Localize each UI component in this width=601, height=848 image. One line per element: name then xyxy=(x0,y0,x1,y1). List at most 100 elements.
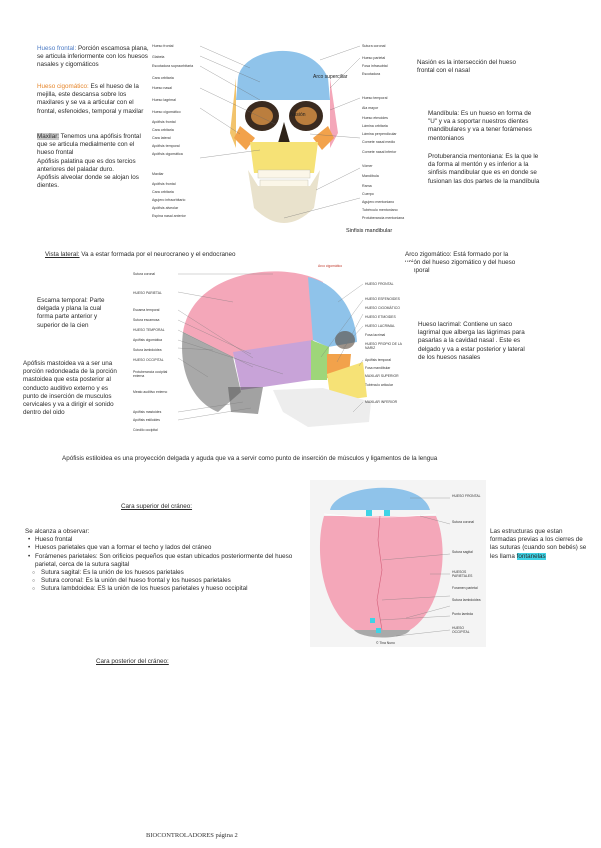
superior-bullet: Forámenes parietales: Son orificios pequ… xyxy=(35,553,310,569)
page-footer: BIOCONTROLADORES página 2 xyxy=(146,832,238,839)
superior-sub-bullet: Sutura lambdoidea: ES la unión de los hu… xyxy=(41,585,310,593)
superior-list: Se alcanza a observar: Hueso frontal Hue… xyxy=(25,528,310,594)
superior-sub-bullet: Sutura sagital: Es la unión de los hueso… xyxy=(41,569,310,577)
lateral-left-label: HUESO PARIETAL xyxy=(133,291,162,295)
skull-superior-figure: HUESO FRONTAL Sutura coronal Sutura sagi… xyxy=(310,480,486,647)
superior-label: Punto lambda xyxy=(452,612,482,616)
front-left-label: Apófisis temporal xyxy=(152,144,180,148)
lateral-heading: Vista lateral: Va a estar formada por el… xyxy=(45,251,236,259)
front-left-label: Hueso frontal xyxy=(152,44,173,48)
lateral-left-label: Escama temporal xyxy=(133,308,159,312)
posterior-heading: Cara posterior del cráneo: xyxy=(96,658,169,666)
front-left-label: Cara lateral xyxy=(152,136,171,140)
front-right-label: Hueso etmoides xyxy=(362,116,388,120)
lateral-right-label: HUESO LACRIMAL xyxy=(365,324,395,328)
alveolar-note: Apófisis alveolar donde se alojan los di… xyxy=(37,174,149,190)
arco-superciliar-label: Arco superciliar xyxy=(313,74,347,80)
skull-lateral-figure: Sutura coronal HUESO PARIETAL Escama tem… xyxy=(123,262,414,436)
front-right-label: Fosa infrasubtal xyxy=(362,64,388,68)
superior-intro: Se alcanza a observar: xyxy=(25,528,310,536)
lateral-left-label: Sutura escamosa xyxy=(133,318,159,322)
protuberancia-note: Protuberancia mentoniana: Es la que le d… xyxy=(428,153,540,186)
front-left-label: Glabela xyxy=(152,55,164,59)
front-left-label: Apófisis alveolar xyxy=(152,206,178,210)
front-right-label: Agujero mentoniano xyxy=(362,200,394,204)
front-left-label: Cara orbitaria xyxy=(152,190,174,194)
lateral-right-label: Apófisis temporal xyxy=(365,358,391,362)
front-right-label: Sutura coronal xyxy=(362,44,385,48)
arco-cigomatico-label: Arco cigomático xyxy=(318,264,342,268)
front-left-label: Apófisis frontal xyxy=(152,182,176,186)
front-right-label: Escotadura xyxy=(362,72,380,76)
front-right-label: Rama xyxy=(362,184,372,188)
superior-sub-bullet: Sutura coronal: Es la unión del hueso fr… xyxy=(41,577,310,585)
lateral-right-label: HUESO CIGOMÁTICO xyxy=(365,306,400,310)
front-right-label: Tubérculo mentoniano xyxy=(362,208,398,212)
fontanelas-note: Las estructuras que estan formadas previ… xyxy=(490,528,590,561)
front-left-label: Escotadura supraorbitaria xyxy=(152,64,193,68)
superior-bullet: Huesos parietales que van a formar el te… xyxy=(35,544,310,552)
superior-label: Sutura sagital xyxy=(452,550,482,554)
front-left-label: Hueso nasal xyxy=(152,86,172,90)
estiloides-note: Apófisis estiloidea es una proyección de… xyxy=(62,455,482,463)
lateral-left-label: HUESO OCCIPITAL xyxy=(133,358,164,362)
front-left-label: Apófisis cigomática xyxy=(152,152,183,156)
lateral-right-label: Fosa mandibular xyxy=(365,366,390,370)
front-left-label: Hueso cigomático xyxy=(152,110,181,114)
nasion-note: Nasión es la intersección del hueso fron… xyxy=(417,59,529,75)
skull-frontal-figure: Hueso frontal Glabela Escotadura supraor… xyxy=(150,38,412,240)
front-right-label: Protuberancia mentoniana xyxy=(362,216,404,220)
front-left-label: Espina nasal anterior xyxy=(152,214,186,218)
lateral-right-label: Tubérculo articular xyxy=(365,383,393,387)
lagrimal-note: Hueso lacrimal: Contiene un saco lagrima… xyxy=(418,321,526,362)
lateral-right-label: HUESO ESFENOIDES xyxy=(365,297,400,301)
lateral-left-label: Apófisis mastoides xyxy=(133,410,161,414)
cigomatico-note: Hueso cigomático: Es el hueso de la meji… xyxy=(37,83,149,116)
front-right-label: Hueso temporal xyxy=(362,96,387,100)
mandibula-note: Mandíbula: Es un hueso en forma de "U" y… xyxy=(428,110,540,143)
front-right-label: Lámina perpendicular xyxy=(362,132,397,136)
arco-zigomatico-note: Arco zigomático: Está formado por la uni… xyxy=(405,251,520,276)
cigomatico-term: Hueso cigomático: xyxy=(37,83,89,90)
lateral-left-label: Apófisis cigomática xyxy=(133,338,162,342)
front-left-label: Hueso lagrimal xyxy=(152,98,176,102)
lateral-heading-text: Va a estar formada por el neurocraneo y … xyxy=(80,251,236,258)
lateral-left-label: Apófisis estiloides xyxy=(133,418,160,422)
front-right-label: Vómer xyxy=(362,164,373,168)
superior-label: Sutura coronal xyxy=(452,520,482,524)
front-right-label: Ala mayor xyxy=(362,106,378,110)
lateral-left-label: Meato auditivo externo xyxy=(133,390,179,394)
superior-credit: © Tina Nuno xyxy=(376,641,395,645)
lateral-left-label: Protuberancia occipital externa xyxy=(133,370,179,378)
lateral-right-label: HUESO PROPIO DE LA NARIZ xyxy=(365,342,411,350)
superior-heading: Cara superior del cráneo: xyxy=(121,503,192,511)
sinfisis-label: Sinfisis mandibular xyxy=(346,228,392,234)
skull-superior-illustration xyxy=(310,480,486,647)
fontanelas-term: fontanelas xyxy=(517,553,546,560)
superior-label: HUESO OCCIPITAL xyxy=(452,626,482,634)
nasion-label: Nasión xyxy=(290,112,306,118)
lateral-right-label: MAXILAR SUPERIOR xyxy=(365,374,399,378)
lateral-left-label: Cóndilo occipital xyxy=(133,428,158,432)
front-right-label: Cuerpo xyxy=(362,192,374,196)
front-left-label: Apófisis frontal xyxy=(152,120,176,124)
front-right-label: Hueso parietal xyxy=(362,56,385,60)
lateral-right-label: Fosa lacrimal xyxy=(365,333,385,337)
front-right-label: Cornete nasal medio xyxy=(362,140,395,144)
front-right-label: Lámina orbitaria xyxy=(362,124,388,128)
front-left-label: Maxilar xyxy=(152,172,164,176)
lateral-left-label: Sutura lambdoidea xyxy=(133,348,161,352)
front-left-label: Cara orbitaria xyxy=(152,76,174,80)
mastoides-note: Apófisis mastoidea va a ser una porción … xyxy=(23,360,121,417)
front-left-label: Cara orbitaria xyxy=(152,128,174,132)
lateral-left-label: HUESO TEMPORAL xyxy=(133,328,165,332)
superior-label: HUESO FRONTAL xyxy=(452,494,482,498)
superior-label: Sutura lambdoidea xyxy=(452,598,482,602)
lateral-left-label: Sutura coronal xyxy=(133,272,155,276)
lateral-right-label: MAXILAR INFERIOR xyxy=(365,400,397,404)
superior-bullet: Hueso frontal xyxy=(35,536,310,544)
maxilar-note: Maxilar: Tenemos una apófisis frontal qu… xyxy=(37,133,149,190)
escama-temporal-note: Escama temporal: Parte delgada y plana l… xyxy=(37,297,113,330)
maxilar-term: Maxilar: xyxy=(37,133,59,140)
lateral-heading-label: Vista lateral: xyxy=(45,251,80,258)
